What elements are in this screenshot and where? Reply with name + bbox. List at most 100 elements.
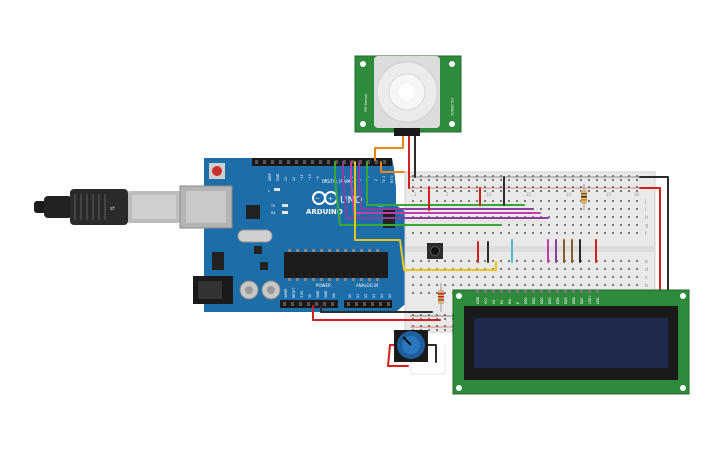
breadboard-hole[interactable] bbox=[444, 179, 446, 181]
breadboard-hole[interactable] bbox=[572, 179, 574, 181]
breadboard-hole[interactable] bbox=[604, 232, 606, 234]
breadboard-hole[interactable] bbox=[460, 200, 462, 202]
breadboard-hole[interactable] bbox=[580, 186, 582, 188]
breadboard-hole[interactable] bbox=[444, 175, 446, 177]
breadboard-hole[interactable] bbox=[572, 284, 574, 286]
breadboard-hole[interactable] bbox=[524, 224, 526, 226]
breadboard-hole[interactable] bbox=[612, 260, 614, 262]
breadboard-hole[interactable] bbox=[452, 179, 454, 181]
breadboard-hole[interactable] bbox=[516, 186, 518, 188]
breadboard-hole[interactable] bbox=[516, 224, 518, 226]
breadboard-hole[interactable] bbox=[604, 224, 606, 226]
breadboard-hole[interactable] bbox=[452, 186, 454, 188]
breadboard-hole[interactable] bbox=[476, 179, 478, 181]
breadboard-hole[interactable] bbox=[468, 190, 470, 192]
breadboard-hole[interactable] bbox=[540, 224, 542, 226]
breadboard-hole[interactable] bbox=[468, 232, 470, 234]
breadboard-hole[interactable] bbox=[564, 216, 566, 218]
breadboard-hole[interactable] bbox=[436, 232, 438, 234]
breadboard-hole[interactable] bbox=[412, 276, 414, 278]
breadboard-hole[interactable] bbox=[548, 284, 550, 286]
breadboard-hole[interactable] bbox=[572, 268, 574, 270]
breadboard-hole[interactable] bbox=[604, 284, 606, 286]
breadboard-hole[interactable] bbox=[628, 216, 630, 218]
breadboard-hole[interactable] bbox=[572, 216, 574, 218]
breadboard-hole[interactable] bbox=[532, 260, 534, 262]
breadboard-hole[interactable] bbox=[476, 276, 478, 278]
breadboard-hole[interactable] bbox=[532, 190, 534, 192]
breadboard-hole[interactable] bbox=[636, 216, 638, 218]
breadboard-hole[interactable] bbox=[612, 175, 614, 177]
breadboard-hole[interactable] bbox=[524, 260, 526, 262]
breadboard-hole[interactable] bbox=[572, 190, 574, 192]
breadboard-hole[interactable] bbox=[556, 216, 558, 218]
wire-yellow[interactable] bbox=[354, 161, 497, 271]
breadboard-hole[interactable] bbox=[540, 232, 542, 234]
breadboard-hole[interactable] bbox=[532, 224, 534, 226]
wire-purple[interactable] bbox=[358, 161, 533, 210]
breadboard-hole[interactable] bbox=[452, 190, 454, 192]
breadboard-hole[interactable] bbox=[540, 200, 542, 202]
breadboard-hole[interactable] bbox=[564, 284, 566, 286]
breadboard-hole[interactable] bbox=[540, 179, 542, 181]
breadboard-hole[interactable] bbox=[508, 268, 510, 270]
breadboard-hole[interactable] bbox=[636, 260, 638, 262]
breadboard-hole[interactable] bbox=[516, 175, 518, 177]
breadboard-hole[interactable] bbox=[628, 260, 630, 262]
breadboard-hole[interactable] bbox=[556, 276, 558, 278]
breadboard-hole[interactable] bbox=[636, 268, 638, 270]
breadboard-hole[interactable] bbox=[436, 190, 438, 192]
breadboard-hole[interactable] bbox=[572, 232, 574, 234]
breadboard-hole[interactable] bbox=[492, 260, 494, 262]
breadboard-hole[interactable] bbox=[580, 276, 582, 278]
breadboard-hole[interactable] bbox=[612, 224, 614, 226]
breadboard-hole[interactable] bbox=[420, 175, 422, 177]
breadboard-hole[interactable] bbox=[476, 284, 478, 286]
breadboard-hole[interactable] bbox=[476, 186, 478, 188]
breadboard-hole[interactable] bbox=[580, 216, 582, 218]
breadboard-hole[interactable] bbox=[444, 329, 446, 331]
breadboard-hole[interactable] bbox=[580, 232, 582, 234]
breadboard-hole[interactable] bbox=[636, 175, 638, 177]
breadboard-hole[interactable] bbox=[428, 292, 430, 294]
breadboard-hole[interactable] bbox=[612, 179, 614, 181]
breadboard-hole[interactable] bbox=[524, 200, 526, 202]
breadboard-hole[interactable] bbox=[460, 175, 462, 177]
breadboard-hole[interactable] bbox=[540, 175, 542, 177]
breadboard-hole[interactable] bbox=[628, 200, 630, 202]
breadboard-hole[interactable] bbox=[468, 284, 470, 286]
breadboard-hole[interactable] bbox=[420, 260, 422, 262]
breadboard-hole[interactable] bbox=[556, 190, 558, 192]
breadboard-hole[interactable] bbox=[596, 224, 598, 226]
breadboard-hole[interactable] bbox=[596, 216, 598, 218]
breadboard-hole[interactable] bbox=[628, 190, 630, 192]
breadboard-hole[interactable] bbox=[412, 292, 414, 294]
breadboard-hole[interactable] bbox=[628, 175, 630, 177]
breadboard-hole[interactable] bbox=[444, 190, 446, 192]
breadboard-hole[interactable] bbox=[412, 284, 414, 286]
breadboard-hole[interactable] bbox=[468, 175, 470, 177]
breadboard-hole[interactable] bbox=[492, 179, 494, 181]
breadboard-hole[interactable] bbox=[588, 186, 590, 188]
breadboard-hole[interactable] bbox=[412, 186, 414, 188]
breadboard-hole[interactable] bbox=[628, 186, 630, 188]
breadboard-hole[interactable] bbox=[524, 284, 526, 286]
breadboard-hole[interactable] bbox=[620, 268, 622, 270]
wire-orange[interactable] bbox=[374, 135, 404, 161]
breadboard-hole[interactable] bbox=[564, 268, 566, 270]
breadboard-hole[interactable] bbox=[428, 284, 430, 286]
breadboard-hole[interactable] bbox=[452, 175, 454, 177]
breadboard-hole[interactable] bbox=[436, 329, 438, 331]
breadboard-hole[interactable] bbox=[500, 284, 502, 286]
breadboard-hole[interactable] bbox=[612, 268, 614, 270]
breadboard-hole[interactable] bbox=[628, 224, 630, 226]
breadboard-hole[interactable] bbox=[412, 200, 414, 202]
breadboard-hole[interactable] bbox=[548, 216, 550, 218]
breadboard-hole[interactable] bbox=[620, 232, 622, 234]
breadboard-hole[interactable] bbox=[548, 232, 550, 234]
breadboard-hole[interactable] bbox=[628, 284, 630, 286]
breadboard-hole[interactable] bbox=[436, 200, 438, 202]
breadboard-hole[interactable] bbox=[588, 190, 590, 192]
breadboard-hole[interactable] bbox=[636, 208, 638, 210]
breadboard-hole[interactable] bbox=[588, 284, 590, 286]
